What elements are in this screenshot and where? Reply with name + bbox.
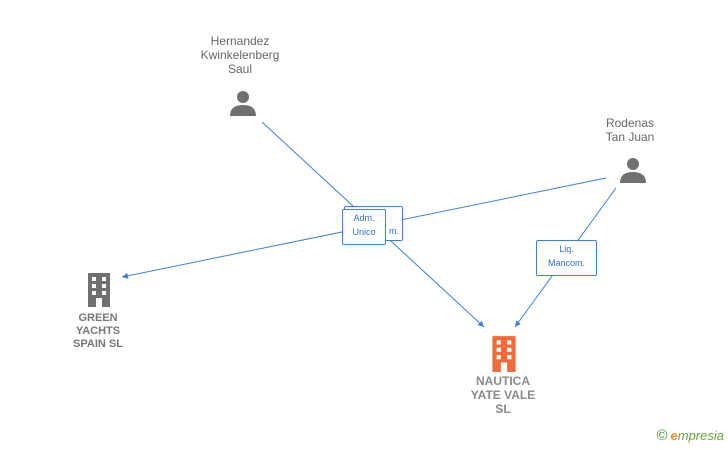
person-icon[interactable] <box>228 88 258 118</box>
person-label-rodenas[interactable]: Rodenas Tan Juan <box>605 116 655 144</box>
brand-name: mpresia <box>677 428 724 443</box>
company-label-green-yachts[interactable]: GREEN YACHTS SPAIN SL <box>73 312 123 350</box>
edge-label-adm-unico[interactable]: Adm. Unico <box>342 209 386 245</box>
company-label-nautica[interactable]: NAUTICA YATE VALE SL <box>470 374 536 416</box>
building-icon[interactable] <box>84 271 114 307</box>
person-label-hernandez[interactable]: Hernandez Kwinkelenberg Saul <box>200 34 280 76</box>
copyright-icon: © <box>656 427 668 444</box>
edge-label-liq-mancom[interactable]: Liq. Mancom. <box>536 240 597 276</box>
edge-label-text: m. <box>389 226 399 236</box>
brand-initial: e <box>670 428 678 443</box>
brand-logo: ©empresia <box>656 427 724 444</box>
person-icon[interactable] <box>618 155 648 185</box>
building-icon-focus[interactable] <box>488 334 520 372</box>
